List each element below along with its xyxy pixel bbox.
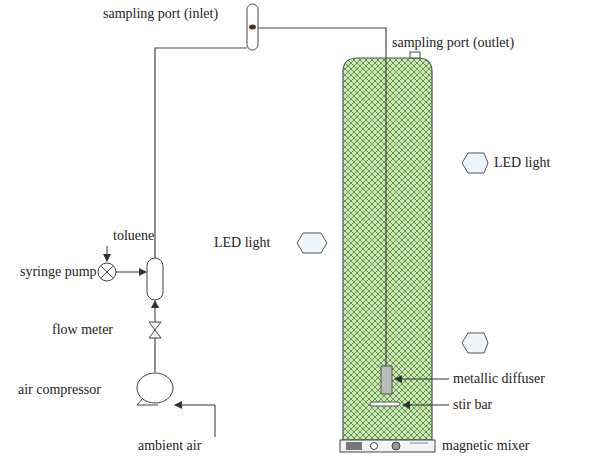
syringe-pump-cross — [101, 266, 113, 278]
gas-line — [155, 48, 247, 258]
air-line — [155, 301, 156, 322]
label: LED light — [494, 155, 550, 171]
label: sampling port (outlet) — [392, 35, 514, 51]
stir-bar — [370, 402, 400, 406]
feed-tube — [258, 28, 386, 366]
feed-arrow — [107, 246, 108, 261]
mixer-knob — [371, 443, 378, 450]
ambient-air-arrow — [175, 405, 215, 437]
label: flow meter — [52, 322, 113, 338]
compressor-base — [137, 398, 158, 405]
mixer-display — [346, 442, 362, 450]
label: stir bar — [453, 397, 492, 413]
led-light — [462, 333, 488, 353]
label: ambient air — [138, 438, 201, 454]
leader-arrow — [395, 379, 449, 380]
label: metallic diffuser — [453, 371, 545, 387]
inlet-port — [247, 4, 258, 50]
metallic-diffuser — [381, 366, 392, 394]
syringe-pump — [98, 263, 116, 281]
mixer-slot — [410, 443, 428, 444]
label: magnetic mixer — [442, 438, 529, 454]
air-line — [154, 338, 155, 372]
led-light — [462, 153, 488, 173]
mixer-knob — [392, 442, 400, 450]
flow-meter-valve — [149, 322, 161, 338]
reactor-column — [343, 58, 432, 440]
label: sampling port (inlet) — [103, 6, 218, 22]
label: LED light — [214, 235, 270, 251]
leader-arrow — [403, 405, 449, 406]
led-light — [297, 233, 327, 253]
label: air compressor — [18, 382, 101, 398]
label: syringe pump — [20, 264, 97, 280]
port-septum — [249, 25, 256, 30]
magnetic-mixer — [340, 440, 435, 452]
outlet-port — [410, 52, 420, 58]
label: toluene — [113, 228, 154, 244]
feed-arrow — [116, 272, 146, 273]
mixing-chamber — [147, 258, 163, 300]
